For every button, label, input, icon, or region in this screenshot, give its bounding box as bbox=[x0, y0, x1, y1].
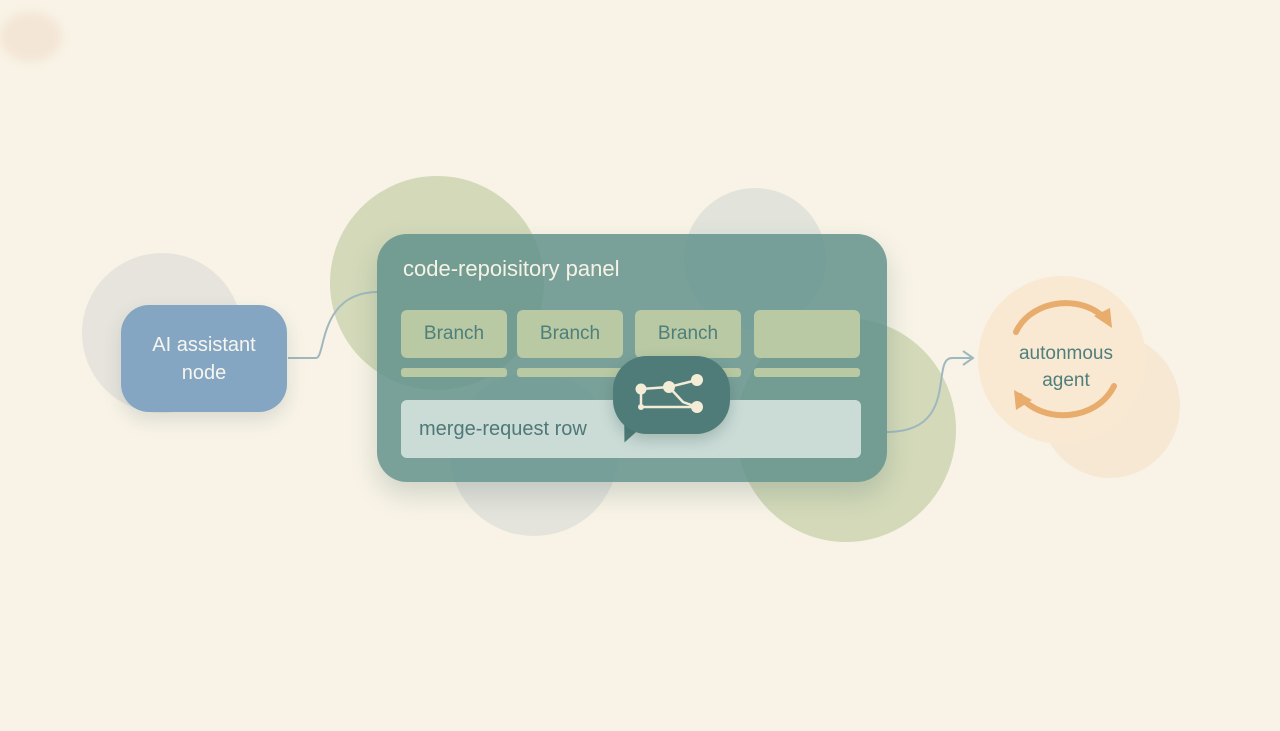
branch-bar bbox=[401, 368, 507, 377]
git-graph-chat-icon[interactable] bbox=[613, 356, 730, 434]
edge-ai-to-panel bbox=[288, 291, 379, 359]
code-repository-panel[interactable]: code-repoisitory panel Branch Branch Bra… bbox=[377, 234, 887, 482]
cycle-arrows-icon bbox=[1013, 300, 1117, 419]
edge-arrowhead bbox=[962, 350, 975, 366]
branch-bar bbox=[754, 368, 860, 377]
merge-request-label: merge-request row bbox=[419, 417, 587, 440]
branch-tile[interactable]: Branch bbox=[401, 310, 507, 358]
autonomous-agent-label: autonmous agent bbox=[1018, 343, 1113, 391]
git-graph-icon bbox=[635, 374, 703, 413]
edge-panel-to-agent bbox=[886, 357, 972, 433]
ai-assistant-label: AI assistant node bbox=[152, 333, 256, 384]
branch-tile[interactable]: Branch bbox=[517, 310, 623, 358]
blob-corner bbox=[0, 12, 62, 62]
panel-title: code-repoisitory panel bbox=[403, 256, 620, 281]
ai-assistant-node[interactable]: AI assistant node bbox=[121, 305, 287, 412]
branch-tile[interactable] bbox=[754, 310, 860, 358]
branch-tile[interactable]: Branch bbox=[635, 310, 741, 358]
branch-bar bbox=[517, 368, 623, 377]
